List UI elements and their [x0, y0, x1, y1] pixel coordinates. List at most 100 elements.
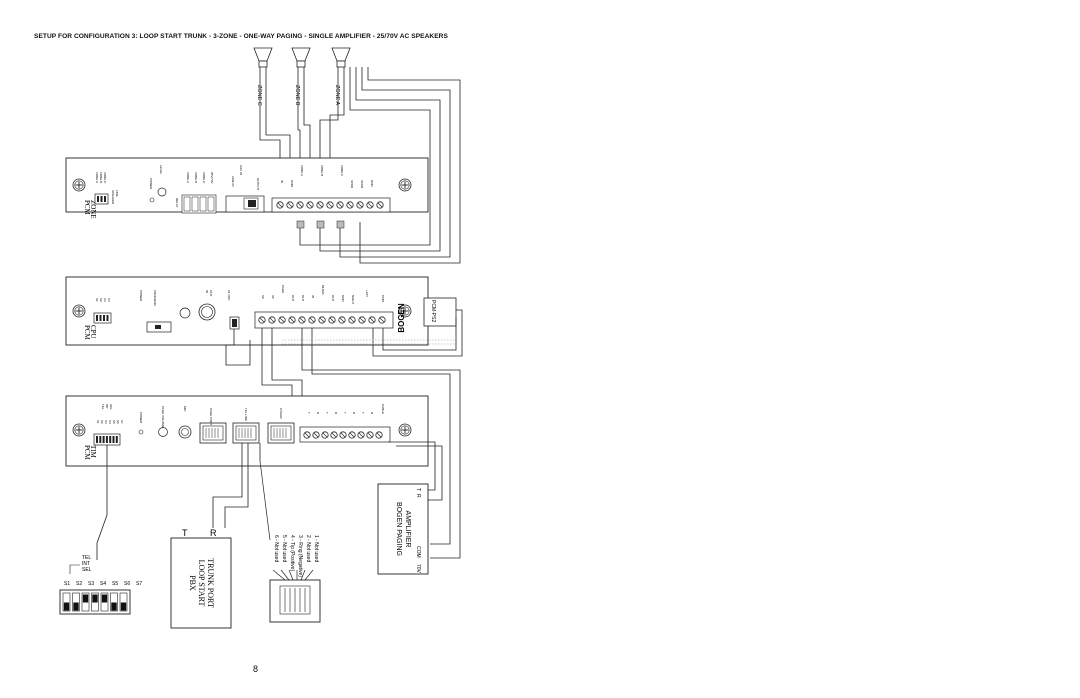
cpu-term-label-8: OUT: [331, 295, 335, 302]
tim-terminal-strip[interactable]: [299, 426, 391, 443]
cpu-term-label-9: GND: [341, 295, 345, 303]
cpu-in-label: IN: [205, 290, 209, 293]
cpu-term-label-6: IN: [311, 295, 315, 298]
zone-module: PCM ZONE ZONE A ZONE B ZONE C SPEAKER LI…: [65, 157, 429, 229]
tim-power-led: [138, 429, 144, 435]
zone-term-label-8: GND: [370, 180, 374, 188]
tim-sw-label-7: S7: [120, 420, 124, 424]
cpu-out-label: OUT: [209, 290, 213, 297]
amplifier-label-1: BOGEN PAGING: [395, 502, 402, 556]
tim-feature-tel: TEL: [101, 404, 105, 410]
zone-a-label: ZONE A: [334, 85, 340, 106]
zone-aux-in-label: AUX IN: [239, 165, 243, 175]
cpu-module: PCM CPU S1 S2 S3 S4 POWER PROGRAM IN OUT…: [65, 276, 429, 346]
dip-slot-knob: [63, 602, 70, 611]
zone-level-label: LEVEL: [159, 165, 163, 175]
cpu-sw-label-1: S1: [95, 298, 99, 302]
pcm-ps2-box: PCM-PS2: [423, 297, 457, 327]
zone-option-speaker: SPEAKER: [111, 190, 115, 205]
rj11-pin-5: 5 - Not used: [281, 535, 287, 562]
amplifier-term-t: T: [415, 488, 421, 491]
tim-sw-label-1: S1: [96, 420, 100, 424]
dip-label-s4: S4: [100, 581, 106, 587]
cpu-term-label-12: COM: [381, 295, 385, 303]
pbx-box: PBX LOOP START TRUNK PORT: [170, 537, 232, 629]
dip-label-s6: S6: [124, 581, 130, 587]
dip-slot[interactable]: [62, 592, 71, 612]
speaker-zone-b: [291, 47, 311, 68]
dip-slot-knob: [82, 594, 89, 603]
zone-term-label-3: ZONE A: [300, 165, 304, 176]
zone-term-label-1: IN: [280, 180, 284, 183]
amplifier-term-r: R: [415, 494, 421, 498]
zone-led-label-v: 25V/70V: [210, 172, 214, 184]
tim-sw-label-3: S3: [104, 420, 108, 424]
tim-term-label-6: R: [352, 412, 356, 415]
dip-slot-knob: [92, 594, 98, 603]
cpu-program-label: PROGRAM: [153, 290, 157, 306]
tim-jack-page-port[interactable]: [199, 422, 227, 444]
tim-feature-sel: SEL: [109, 404, 113, 410]
zone-level-knob[interactable]: [157, 187, 167, 197]
tim-term-label-5: T: [343, 412, 347, 414]
zone-module-label-2: ZONE: [89, 200, 97, 219]
dip-slot-knob: [101, 594, 108, 603]
pbx-terminal-t: T: [182, 528, 188, 538]
zone-led-label-b: ZONE B: [194, 172, 198, 183]
page-number: 8: [253, 664, 259, 674]
dip-label-s3: S3: [88, 581, 94, 587]
zone-power-led: [149, 197, 155, 203]
cpu-term-label-3: PAGE: [281, 285, 285, 293]
amplifier-label-2: AMPLIFIER: [404, 511, 411, 548]
tim-sw-label-4: S4: [108, 420, 112, 424]
rj11-pin-4: 4 - Tip (Positive): [289, 535, 295, 571]
pbx-label-1: PBX: [188, 575, 197, 591]
cpu-term-label-11: +24V: [365, 290, 369, 297]
tim-term-label-1: T: [307, 412, 311, 414]
rj11-pin-2: 2 - Not used: [305, 535, 311, 562]
dip-feature-int: INT: [82, 561, 90, 567]
zone-jumper-block[interactable]: [181, 194, 217, 214]
zone-term-label-2: COM: [290, 180, 294, 188]
zone-term-label-4: ZONE B: [320, 165, 324, 176]
zone-led-label-c: ZONE C: [202, 172, 206, 184]
speaker-zone-a: [331, 47, 351, 68]
tim-jack-other[interactable]: [267, 422, 295, 444]
tim-term-label-4: R: [334, 412, 338, 415]
zone-term-label-5: ZONE C: [340, 165, 344, 177]
pbx-terminal-r: R: [210, 528, 217, 538]
pbx-label-2: LOOP START: [197, 560, 206, 607]
tim-module-label-2: TIM: [89, 445, 97, 459]
cpu-dip-switch[interactable]: [93, 312, 112, 324]
cpu-sw-label-2: S2: [99, 298, 103, 302]
zone-line-in-label: LINE IN: [231, 176, 235, 187]
cpu-power-label: POWER: [139, 290, 143, 302]
dip-slot-knob: [111, 602, 117, 611]
pcm-ps2-label: PCM-PS2: [430, 300, 436, 322]
cpu-sw-label-3: S3: [103, 298, 107, 302]
dip-slot[interactable]: [110, 592, 118, 612]
dip-slot[interactable]: [119, 592, 128, 612]
cpu-terminal-strip[interactable]: [254, 311, 394, 329]
dip-slot[interactable]: [72, 592, 80, 612]
tim-term-label-11: CABLE: [381, 404, 385, 414]
tim-mic-label: MIC: [183, 406, 187, 412]
tim-term-label-3: T: [325, 412, 329, 414]
cpu-term-label-5: OUT: [301, 295, 305, 302]
cpu-dc-label: 24 VDC: [227, 290, 231, 301]
dip-switch-detail: TEL INT SEL S1 S2 S3 S4 S5 S6 S7: [59, 555, 142, 615]
cpu-term-label-2: SP: [271, 295, 275, 299]
tim-jack-tel-line[interactable]: [232, 422, 260, 444]
zone-terminal-strip[interactable]: [271, 197, 391, 213]
zone-c-label: ZONE C: [256, 85, 262, 106]
dip-label-s5: S5: [112, 581, 118, 587]
zone-sw-label-a: ZONE A: [95, 172, 99, 183]
zone-module-label-1: PCM: [83, 200, 91, 216]
tim-module: PCM TIM S1 S2 S3 S4 S5 S6 S7 TEL INT SEL…: [65, 395, 429, 467]
rj11-pin-legend: 6 - Not used 5 - Not used 4 - Tip (Posit…: [259, 460, 321, 623]
dip-label-s1: S1: [64, 581, 70, 587]
tim-wiring: [96, 443, 261, 560]
amplifier-term-70v: 70V: [415, 564, 421, 574]
rj11-pin-1: 1 - Not used: [313, 535, 319, 562]
zone-term-label-7: SPKR: [360, 180, 364, 189]
